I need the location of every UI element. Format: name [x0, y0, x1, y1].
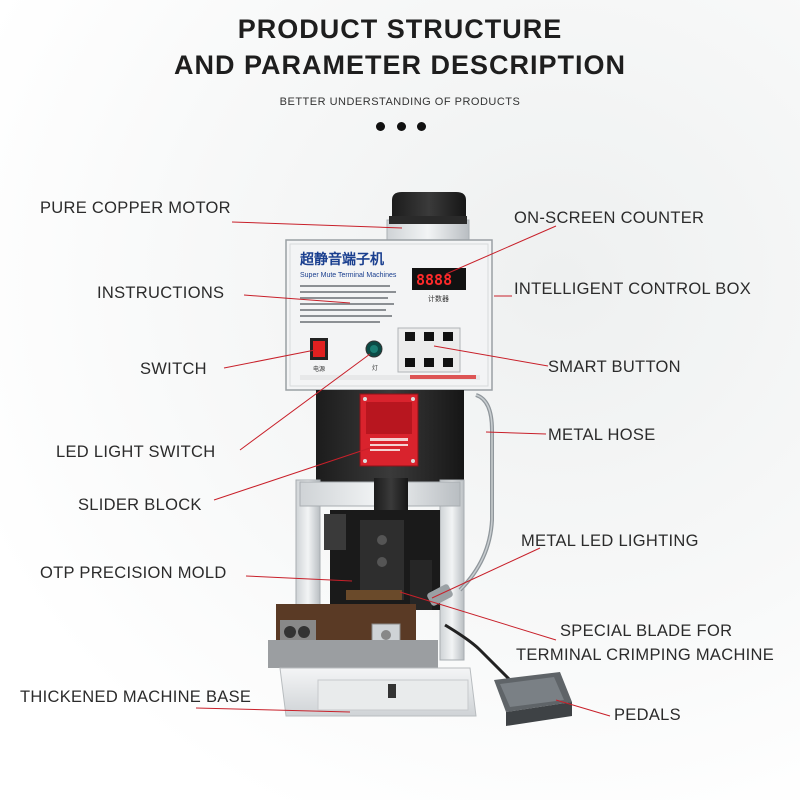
- counter-caption: 计数器: [428, 294, 449, 303]
- panel-title-en: Super Mute Terminal Machines: [300, 272, 397, 279]
- smart-button-keypad: [397, 327, 461, 373]
- press-body: [316, 390, 464, 482]
- leader-lines: [195, 221, 611, 717]
- label-metal-led-lighting: METAL LED LIGHTING: [521, 532, 699, 550]
- power-caption: 电源: [313, 365, 325, 373]
- label-metal-hose: METAL HOSE: [548, 426, 656, 444]
- label-smart-button: SMART BUTTON: [548, 358, 681, 376]
- label-slider-block: SLIDER BLOCK: [78, 496, 202, 514]
- label-on-screen-counter: ON-SCREEN COUNTER: [514, 209, 705, 227]
- dot-icon: [417, 122, 426, 131]
- label-special-blade-line2: TERMINAL CRIMPING MACHINE: [516, 646, 775, 664]
- label-thickened-machine-base: THICKENED MACHINE BASE: [20, 688, 252, 706]
- page-title-line2: AND PARAMETER DESCRIPTION: [173, 50, 627, 80]
- led-lamp-head: [427, 584, 453, 606]
- precision-mold: [324, 510, 440, 610]
- motor: [386, 192, 470, 245]
- label-intelligent-control-box: INTELLIGENT CONTROL BOX: [514, 280, 752, 298]
- page-subtitle: BETTER UNDERSTANDING OF PRODUCTS: [279, 96, 521, 108]
- dot-icon: [396, 122, 406, 131]
- counter-screen: [412, 268, 466, 290]
- light-caption: 灯: [372, 364, 378, 372]
- dot-icon: [376, 122, 385, 131]
- label-pure-copper-motor: PURE COPPER MOTOR: [40, 199, 231, 217]
- panel-title-cn: 超静音端子机: [299, 251, 384, 268]
- counter-display: 8888: [416, 271, 452, 289]
- page-title-line1: PRODUCT STRUCTURE: [237, 14, 563, 44]
- foot-pedal: [494, 672, 572, 726]
- label-switch: SWITCH: [140, 360, 207, 378]
- label-pedals: PEDALS: [614, 706, 681, 724]
- control-box: 超静音端子机 Super Mute Terminal Machines 8888…: [285, 239, 493, 391]
- machine-base: [268, 640, 477, 717]
- label-led-light-switch: LED LIGHT SWITCH: [56, 443, 216, 461]
- label-special-blade-line1: SPECIAL BLADE FOR: [560, 622, 733, 640]
- label-otp-precision-mold: OTP PRECISION MOLD: [40, 564, 227, 582]
- label-instructions: INSTRUCTIONS: [97, 284, 225, 302]
- special-blade: [346, 590, 402, 600]
- decorative-dots: [376, 122, 426, 132]
